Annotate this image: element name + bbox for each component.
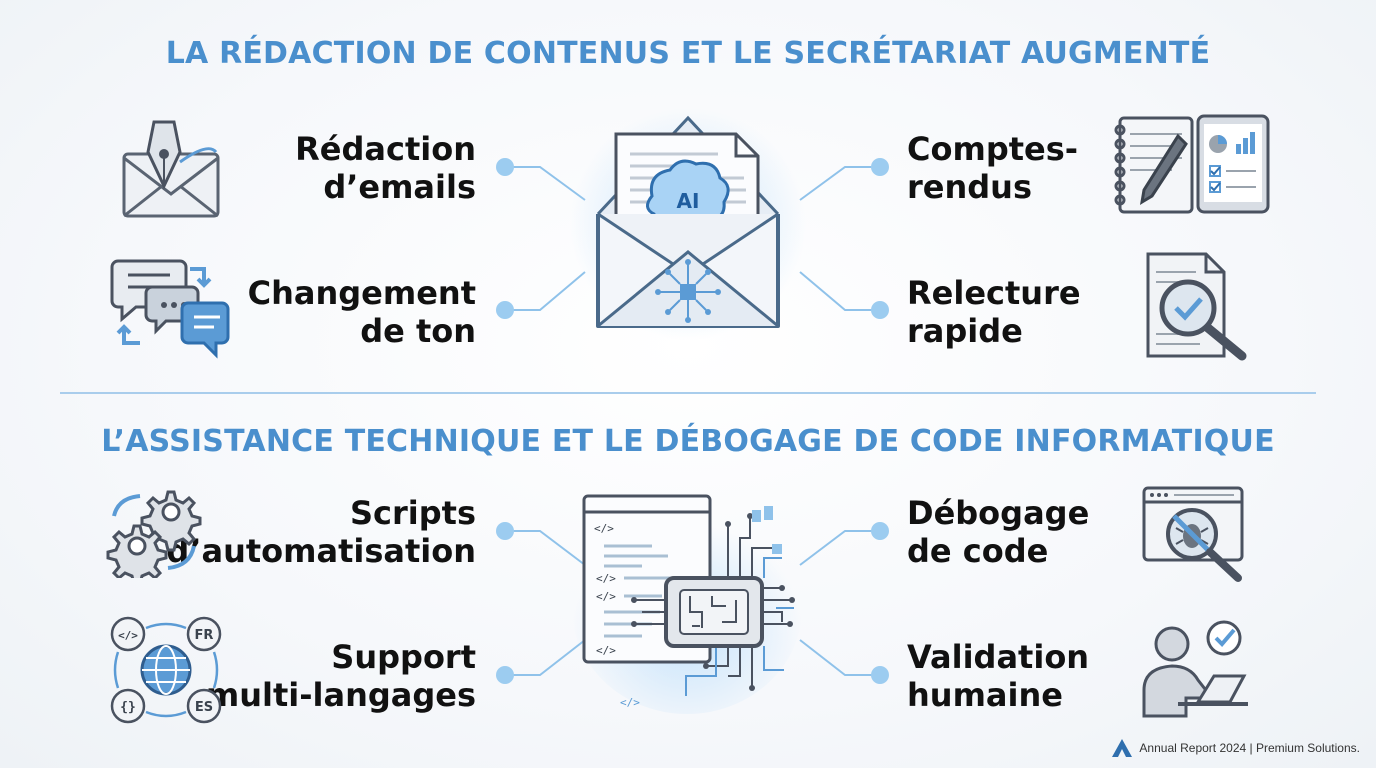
section-title-writing: LA RÉDACTION DE CONTENUS ET LE SECRÉTARI… <box>165 36 1211 71</box>
svg-text:</>: </> <box>596 572 616 585</box>
footer-text: Annual Report 2024 | Premium Solutions. <box>1139 741 1360 755</box>
connector-dot <box>871 158 889 176</box>
svg-text:{}: {} <box>120 700 136 715</box>
lang-badge-es: ES <box>195 700 213 715</box>
connector-dot <box>496 666 514 684</box>
chat-bubbles-icon <box>110 259 230 359</box>
connector-dot <box>871 301 889 319</box>
label-comptes-rendus: Comptes-rendus <box>907 130 1079 206</box>
code-chip-icon: </> </> </> </> </> <box>572 494 802 714</box>
document-magnifier-icon <box>1146 252 1247 361</box>
globe-languages-icon: </> FR {} ES <box>110 616 222 724</box>
svg-text:</>: </> <box>596 590 616 603</box>
connector-dot <box>496 301 514 319</box>
svg-text:</>: </> <box>620 696 640 709</box>
notebook-tablet-icon <box>1114 114 1270 214</box>
footer: Annual Report 2024 | Premium Solutions. <box>1111 738 1360 758</box>
brand-logo-icon <box>1112 739 1133 757</box>
gears-icon <box>106 490 202 578</box>
connector-dot <box>496 522 514 540</box>
svg-text:</>: </> <box>594 522 614 535</box>
envelope-pen-icon <box>122 120 220 218</box>
svg-text:</>: </> <box>596 644 616 657</box>
ai-envelope-icon: AI <box>570 108 806 340</box>
connector-dot <box>871 666 889 684</box>
person-laptop-check-icon <box>1142 620 1248 718</box>
section-divider <box>60 392 1316 394</box>
lang-badge-fr: FR <box>195 628 214 643</box>
connector-dot <box>496 158 514 176</box>
section-title-tech: L’ASSISTANCE TECHNIQUE ET LE DÉBOGAGE DE… <box>101 424 1275 459</box>
ai-badge: AI <box>677 189 700 213</box>
bug-magnifier-icon <box>1142 486 1244 582</box>
svg-text:</>: </> <box>118 629 138 642</box>
connector-dot <box>871 522 889 540</box>
